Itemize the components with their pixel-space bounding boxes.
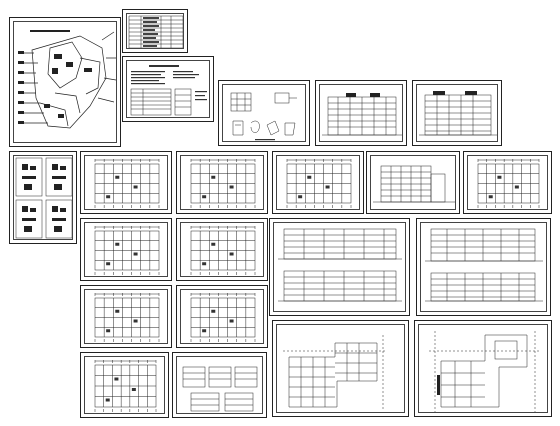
elevation-pair-drawing — [425, 228, 543, 302]
sheet-floor-plan-5 — [80, 218, 172, 281]
detail-drawings — [230, 92, 297, 141]
sheet-site-layout-2 — [414, 320, 552, 417]
floor-plan-drawing — [190, 293, 256, 342]
site-layout-drawing — [283, 335, 385, 411]
sheet-elevation-3 — [366, 151, 460, 214]
elevation-drawing — [373, 165, 455, 203]
floor-plan-drawing — [477, 159, 540, 208]
sheet-floor-plan-6 — [176, 218, 268, 281]
unit-plan-drawings — [15, 157, 73, 239]
sheet-floor-plan-3 — [272, 151, 364, 214]
sheet-floor-plan-9 — [80, 352, 169, 418]
floor-plan-drawing — [286, 159, 352, 208]
sheet-details — [218, 80, 310, 146]
sheet-elevation-1 — [315, 80, 407, 146]
sheet-site-plan — [9, 17, 121, 147]
site-layout-drawing — [429, 331, 539, 413]
sheet-floor-plan-4 — [463, 151, 552, 214]
elevation-drawing — [322, 93, 402, 136]
floor-plan-drawing — [94, 293, 160, 342]
stair-detail-drawing — [182, 366, 258, 412]
floor-plan-drawing — [94, 226, 160, 275]
sheet-floor-plan-2 — [176, 151, 268, 214]
floor-plan-drawing — [190, 159, 256, 208]
sheet-floor-plan-1 — [80, 151, 172, 214]
site-plan-drawing — [18, 30, 117, 129]
sheet-floor-plan-7 — [80, 285, 172, 348]
elevation-drawing — [419, 91, 497, 136]
sheet-design-notes — [122, 56, 214, 122]
sheet-floor-plan-8 — [176, 285, 268, 348]
sheet-site-layout-1 — [272, 320, 409, 417]
sheet-drawing-index — [122, 9, 188, 53]
design-notes-text — [130, 65, 207, 116]
elevation-pair-drawing — [278, 228, 402, 302]
sheet-elevation-pair-2 — [416, 218, 551, 316]
index-table — [128, 15, 184, 49]
floor-plan-drawing — [190, 226, 256, 275]
floor-plan-drawing — [94, 159, 160, 208]
sheet-unit-plans — [9, 151, 77, 244]
sheet-elevation-2 — [412, 80, 502, 146]
sheet-elevation-pair-1 — [269, 218, 410, 316]
floor-plan-drawing — [94, 360, 157, 412]
sheet-stair-details — [172, 352, 267, 418]
